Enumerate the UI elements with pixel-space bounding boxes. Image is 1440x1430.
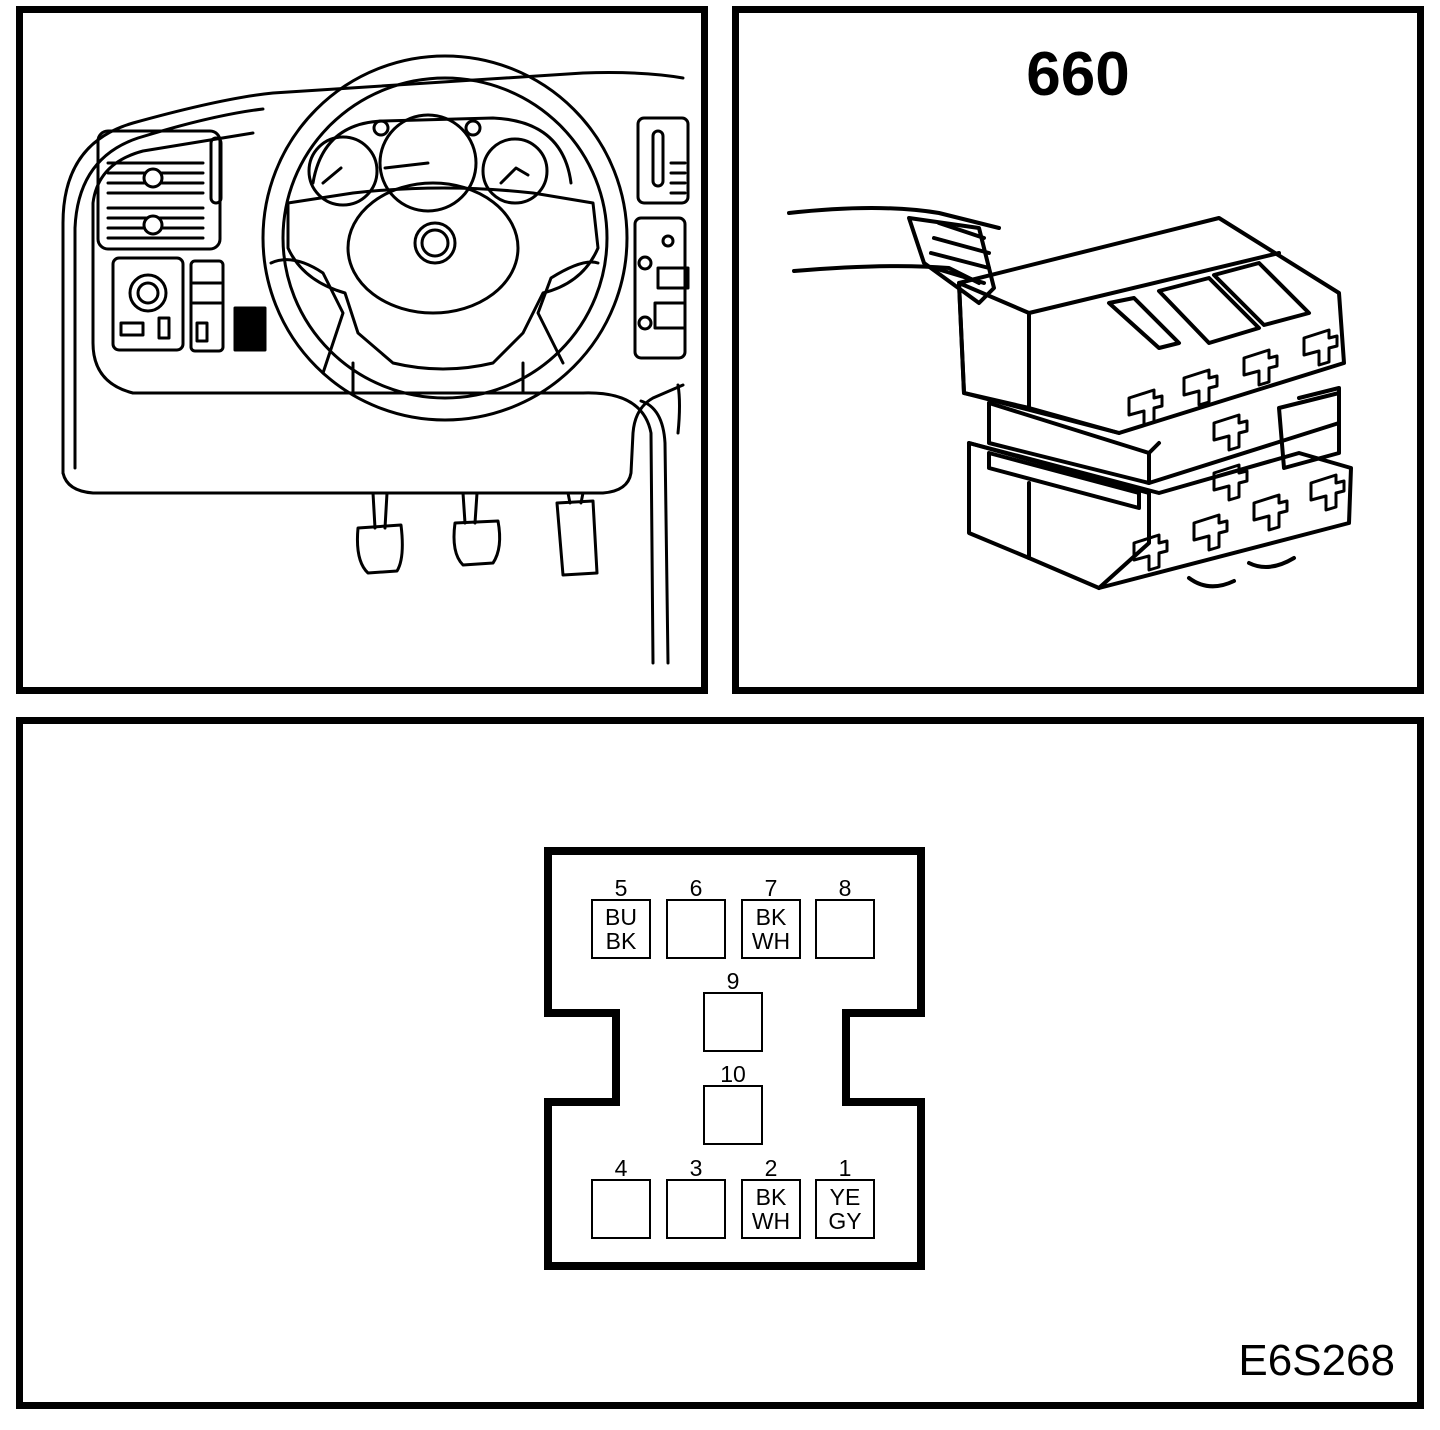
pin-5: 5 BU BK (591, 877, 651, 959)
pin-10-terminal (703, 1085, 763, 1145)
pin-5-terminal: BU BK (591, 899, 651, 959)
figure-reference-code: E6S268 (1238, 1336, 1395, 1385)
pin-8: 8 (815, 877, 875, 959)
pin-8-terminal (815, 899, 875, 959)
pin-4-terminal (591, 1179, 651, 1239)
pin-7-terminal: BK WH (741, 899, 801, 959)
pin-3: 3 (666, 1157, 726, 1239)
pin-10: 10 (703, 1063, 763, 1145)
pin-2-terminal: BK WH (741, 1179, 801, 1239)
pin-6: 6 (666, 877, 726, 959)
pin-1: 1 YE GY (815, 1157, 875, 1239)
connector-view-panel: 660 (732, 6, 1424, 694)
pinout-panel: 5 BU BK 6 7 BK WH 8 9 10 4 3 2 BK (16, 717, 1424, 1409)
pin-6-terminal (666, 899, 726, 959)
pin-1-terminal: YE GY (815, 1179, 875, 1239)
pin-9: 9 (703, 970, 763, 1052)
connector-3d-icon (787, 206, 1353, 590)
dashboard-location-panel (16, 6, 708, 694)
pin-2: 2 BK WH (741, 1157, 801, 1239)
pin-3-terminal (666, 1179, 726, 1239)
dashboard-location-icon (61, 54, 690, 665)
pin-7: 7 BK WH (741, 877, 801, 959)
pin-4: 4 (591, 1157, 651, 1239)
connector-housing-outline (544, 847, 925, 1270)
connector-number: 660 (1026, 40, 1130, 109)
pin-9-terminal (703, 992, 763, 1052)
